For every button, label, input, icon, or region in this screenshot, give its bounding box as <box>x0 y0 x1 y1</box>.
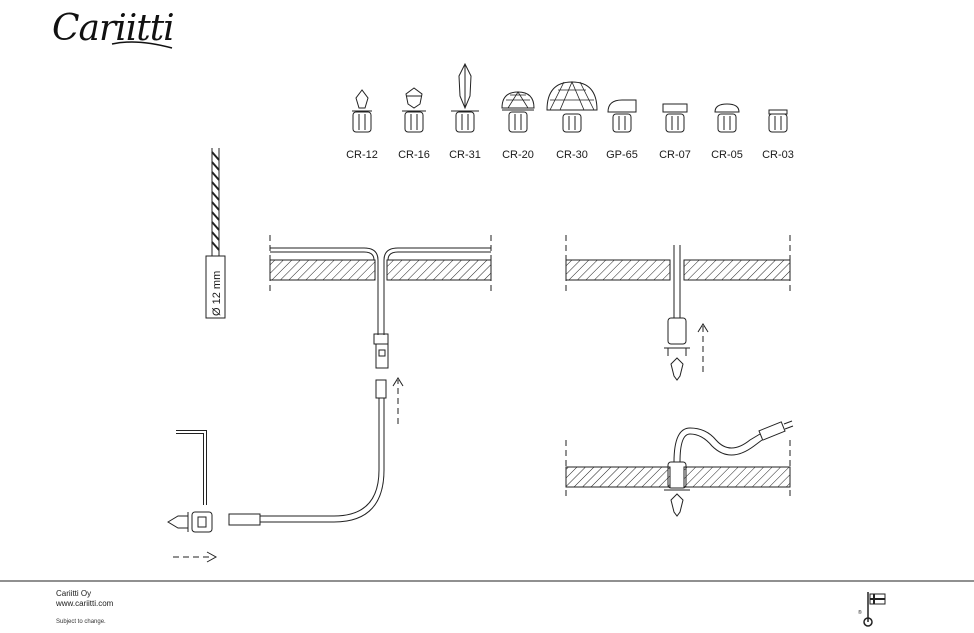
product-label-cr-03: CR-03 <box>762 149 794 161</box>
ceiling-section-right-top <box>565 235 791 381</box>
ceiling-section-center <box>269 235 492 369</box>
svg-text:®: ® <box>858 609 862 616</box>
company-name: Cariitti Oy <box>56 589 92 598</box>
product-row: CR-12 CR-16 CR-31 CR-20 CR-30 GP-65 CR-0… <box>346 62 794 161</box>
product-cr-20-icon <box>501 91 535 133</box>
product-label-cr-20: CR-20 <box>502 149 534 161</box>
fitting-side-view <box>167 511 213 533</box>
product-cr-31-icon <box>451 62 479 133</box>
product-label-cr-16: CR-16 <box>398 149 430 161</box>
product-label-gp-65: GP-65 <box>606 149 638 161</box>
product-cr-16-icon <box>402 87 426 133</box>
cariitti-logo: Cariitti <box>52 8 175 49</box>
fiber-cable-assembly <box>228 377 404 526</box>
disclaimer-note: Subject to change. <box>56 619 106 625</box>
company-website[interactable]: www.cariitti.com <box>56 599 114 608</box>
drill-bit-illustration: Ø 12 mm <box>205 148 226 319</box>
product-cr-03-icon <box>768 109 788 133</box>
ceiling-section-right-bottom <box>565 420 794 517</box>
insert-direction-arrow <box>173 551 218 563</box>
product-label-cr-07: CR-07 <box>659 149 691 161</box>
product-gp-65-icon <box>607 99 637 133</box>
product-cr-12-icon <box>352 89 372 133</box>
drill-size-label: Ø 12 mm <box>211 271 223 316</box>
product-label-cr-12: CR-12 <box>346 149 378 161</box>
product-cr-30-icon <box>546 80 598 133</box>
key-flag-emblem: ® <box>858 592 886 627</box>
product-cr-05-icon <box>714 103 740 133</box>
logo-swash <box>111 41 173 49</box>
hex-key-illustration <box>176 430 207 505</box>
product-label-cr-30: CR-30 <box>556 149 588 161</box>
product-label-cr-31: CR-31 <box>449 149 481 161</box>
product-cr-07-icon <box>662 103 688 133</box>
product-label-cr-05: CR-05 <box>711 149 743 161</box>
